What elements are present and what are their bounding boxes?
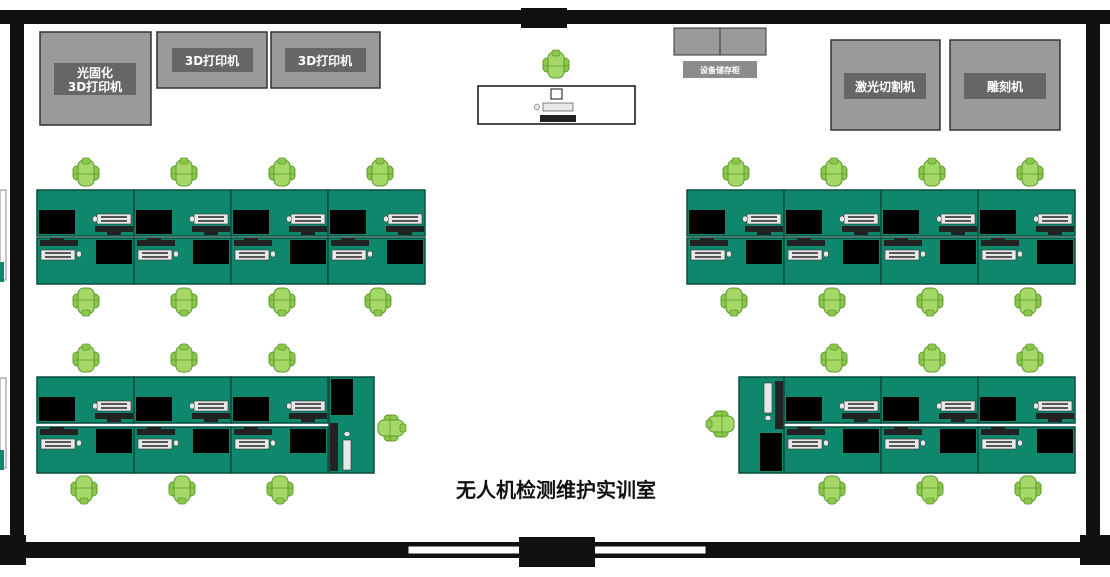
teacher-chair bbox=[542, 49, 570, 79]
left-lower-desks bbox=[36, 343, 407, 505]
room-title: 无人机检测维护实训室 bbox=[456, 478, 656, 502]
printer-1-label: 3D打印机 bbox=[185, 53, 239, 68]
3d-printer-1: 3D打印机 bbox=[156, 31, 268, 89]
teacher-desk bbox=[477, 85, 636, 125]
printer-2-label: 3D打印机 bbox=[298, 53, 352, 68]
left-upper-desks bbox=[36, 157, 426, 317]
3d-printer-2: 3D打印机 bbox=[270, 31, 381, 89]
laser-cutter: 激光切割机 bbox=[830, 39, 941, 131]
storage-cabinet-label: 设备储存柜 bbox=[700, 65, 740, 75]
photocure-label-line2: 3D打印机 bbox=[68, 79, 122, 94]
right-upper-desks bbox=[686, 157, 1076, 317]
equipment-storage-cabinet: 设备储存柜 bbox=[673, 27, 767, 78]
laser-cutter-label: 激光切割机 bbox=[855, 79, 915, 94]
right-lower-desks bbox=[705, 343, 1076, 505]
photocure-3d-printer: 光固化 3D打印机 bbox=[39, 31, 152, 126]
photocure-label-line1: 光固化 bbox=[76, 65, 113, 80]
engraver-label: 雕刻机 bbox=[987, 79, 1023, 94]
walls bbox=[0, 8, 1110, 567]
engraver: 雕刻机 bbox=[949, 39, 1061, 131]
